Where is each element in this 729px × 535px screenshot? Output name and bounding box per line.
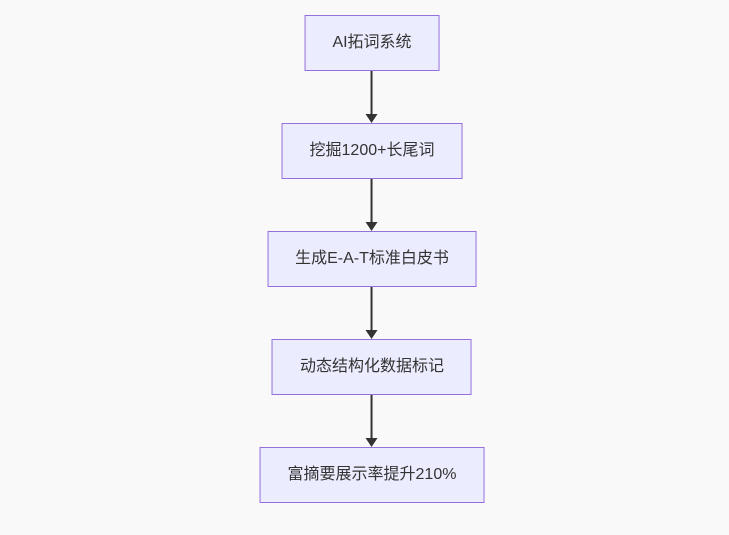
edge-line xyxy=(371,71,373,114)
edge-line xyxy=(371,179,373,222)
edge-arrow-4 xyxy=(365,395,379,447)
node-label: 挖掘1200+长尾词 xyxy=(309,142,435,159)
arrowhead-icon xyxy=(366,114,378,123)
node-rich-snippet-rate-increase: 富摘要展示率提升210% xyxy=(259,447,485,503)
node-label: AI拓词系统 xyxy=(332,34,412,51)
flowchart-column: AI拓词系统 挖掘1200+长尾词 生成E-A-T标准白皮书 动态结构化数据标记 xyxy=(259,15,485,503)
edge-line xyxy=(371,287,373,330)
edge-arrow-1 xyxy=(365,71,379,123)
node-dynamic-structured-data-markup: 动态结构化数据标记 xyxy=(271,339,472,395)
edge-line xyxy=(371,395,373,438)
node-label: 生成E-A-T标准白皮书 xyxy=(295,250,449,267)
node-ai-word-expansion-system: AI拓词系统 xyxy=(304,15,440,71)
arrowhead-icon xyxy=(366,438,378,447)
arrowhead-icon xyxy=(366,330,378,339)
node-longtail-keyword-mining: 挖掘1200+长尾词 xyxy=(281,123,463,179)
arrowhead-icon xyxy=(366,222,378,231)
edge-arrow-2 xyxy=(365,179,379,231)
node-label: 动态结构化数据标记 xyxy=(299,358,444,375)
edge-arrow-3 xyxy=(365,287,379,339)
node-eat-whitepaper-generation: 生成E-A-T标准白皮书 xyxy=(267,231,477,287)
node-label: 富摘要展示率提升210% xyxy=(287,466,457,483)
